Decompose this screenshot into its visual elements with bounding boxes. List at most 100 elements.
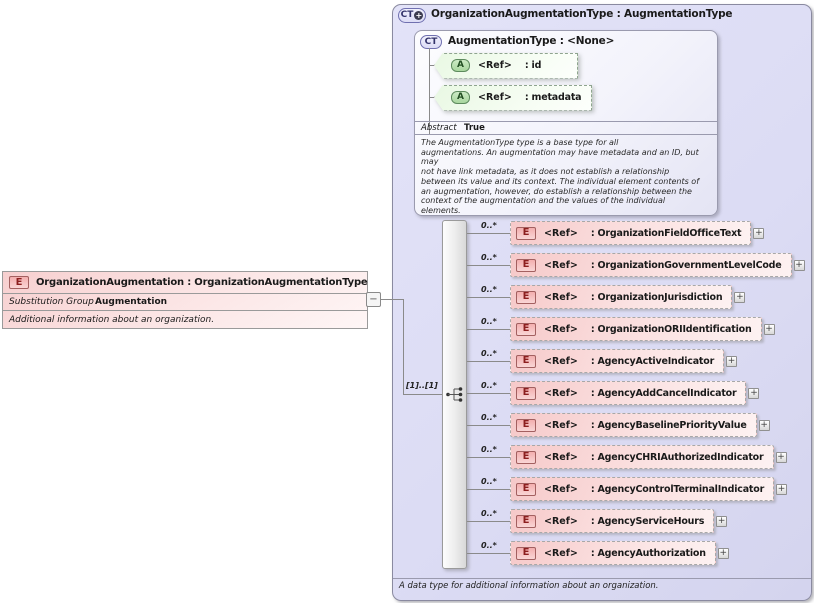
cardinality-label: 0..* [481,445,497,454]
ref-label: <Ref> [544,547,578,559]
attribute-ref-box: A<Ref>: metadata [434,84,593,111]
global-element-title: OrganizationAugmentation : OrganizationA… [36,277,368,288]
connector-line [467,264,510,266]
expand-plus-icon[interactable]: + [717,547,729,559]
ref-label: <Ref> [544,451,578,463]
expand-plus-icon[interactable]: + [716,515,728,527]
element-row: 0..*E<Ref>: AgencyControlTerminalIndicat… [467,477,788,501]
base-type-description: The AugmentationType type is a base type… [421,138,715,216]
ref-label: <Ref> [544,419,578,431]
ref-label: <Ref> [544,323,578,335]
connector-line [467,232,510,234]
abstract-label: Abstract [421,123,457,133]
element-row: 0..*E<Ref>: OrganizationORIIdentificatio… [467,317,775,341]
expand-plus-icon[interactable]: + [763,323,775,335]
ref-label: <Ref> [544,515,578,527]
cardinality-label: 0..* [481,413,497,422]
connector-line [467,456,510,458]
cardinality-label: 0..* [481,349,497,358]
collapse-button[interactable]: − [366,292,381,307]
sequence-occurrence-label: [1]..[1] [406,381,438,390]
expand-plus-icon[interactable]: + [753,227,765,239]
element-badge: E [516,322,536,336]
element-ref-box[interactable]: E<Ref>: OrganizationFieldOfficeText [510,221,752,245]
connector-line [467,424,510,426]
element-ref-box[interactable]: E <Ref> : AgencyBaselinePriorityValue [510,413,757,437]
cardinality-label: 0..* [481,221,497,230]
element-annotation-row: Additional information about an organiza… [3,311,367,328]
ref-label: <Ref> [544,387,578,399]
expand-plus-icon[interactable]: + [734,291,746,303]
expand-plus-icon[interactable]: + [775,451,787,463]
attribute-tree-line [429,48,430,134]
cardinality-label: 0..* [481,541,497,550]
element-row: 0..* E<Ref>: AgencyActiveIndicator+ [467,349,738,373]
ref-label: <Ref> [544,483,578,495]
complex-type-annotation: A data type for additional information a… [399,581,659,591]
sequence-connector-line [403,394,442,395]
description-line: an augmentation, however, do establish a… [421,186,692,196]
ref-label: <Ref> [544,291,578,303]
element-ref-box[interactable]: E<Ref>: AgencyServiceHours [510,509,715,533]
cardinality-label: 0..* [481,381,497,390]
global-element-box[interactable]: E OrganizationAugmentation : Organizatio… [2,271,368,329]
substitution-group-label: Substitution Group [9,297,94,307]
element-name: : AgencyBaselinePriorityValue [590,419,747,431]
attribute-name: : id [524,60,542,71]
element-name: : OrganizationFieldOfficeText [590,227,742,239]
connector-line [467,392,510,394]
ref-label: <Ref> [478,60,512,71]
expand-plus-icon[interactable]: + [776,483,788,495]
element-badge: E [516,514,536,528]
description-line: elements. [421,205,461,215]
sequence-connector-line [392,299,404,300]
element-ref-box[interactable]: E<Ref>: OrganizationORIIdentification [510,317,762,341]
element-annotation: Additional information about an organiza… [9,314,215,325]
element-ref-box[interactable]: E<Ref>: AgencyControlTerminalIndicator [510,477,775,501]
element-ref-box[interactable]: E<Ref>: AgencyActiveIndicator [510,349,725,373]
connector-line [467,552,510,554]
description-line: augmentations. An augmentation may have … [421,147,699,167]
attribute-name: : metadata [524,92,582,103]
element-row: 0..*E<Ref>: OrganizationGovernmentLevelC… [467,253,805,277]
description-line: The AugmentationType type is a base type… [421,138,619,147]
element-ref-box[interactable]: E<Ref>: OrganizationGovernmentLevelCode [510,253,792,277]
substitution-group-value: Augmentation [95,297,168,307]
ct-plus-icon: + [414,10,424,20]
base-type-title: AugmentationType : <None> [448,35,615,47]
complex-type-badge: CT + [398,8,426,23]
divider [415,121,717,122]
element-row: 0..*E<Ref>: AgencyServiceHours+ [467,509,728,533]
element-badge: E [516,386,536,400]
element-name: : AgencyAddCancelIndicator [590,387,737,399]
element-row: 0..* E <Ref> : AgencyAddCancelIndicator + [467,381,760,405]
abstract-value: True [464,123,485,133]
element-ref-box[interactable]: E <Ref> : AgencyAddCancelIndicator [510,381,747,405]
expand-plus-icon[interactable]: + [748,387,760,399]
ref-label: <Ref> [478,92,512,103]
element-name: : AgencyActiveIndicator [590,355,715,367]
cardinality-label: 0..* [481,317,497,326]
element-ref-box[interactable]: E<Ref>: AgencyCHRIAuthorizedIndicator [510,445,774,469]
attribute-stub-line [429,65,435,66]
attribute-stub-line [429,97,435,98]
element-ref-box[interactable]: E<Ref>: OrganizationJurisdiction [510,285,733,309]
element-row: 0..* E<Ref>: OrganizationFieldOfficeText+ [467,221,765,245]
expand-plus-icon[interactable]: + [793,259,805,271]
element-badge: E [516,354,536,368]
element-row: 0..*E<Ref>: AgencyCHRIAuthorizedIndicato… [467,445,787,469]
element-badge: E [516,258,536,272]
connector-line [467,360,510,362]
expand-plus-icon[interactable]: + [758,419,770,431]
description-line: not have link metadata, as it does not e… [421,167,670,177]
expand-plus-icon[interactable]: + [726,355,738,367]
element-badge: E [516,418,536,432]
element-row: 0..* E <Ref> : AgencyBaselinePriorityValue + [467,413,770,437]
element-ref-box[interactable]: E<Ref>: AgencyAuthorization [510,541,716,565]
element-name: : AgencyCHRIAuthorizedIndicator [590,451,764,463]
ref-label: <Ref> [544,259,578,271]
cardinality-label: 0..* [481,509,497,518]
attribute-row: A <Ref> : id [434,52,578,79]
attribute-badge: A [451,59,470,72]
